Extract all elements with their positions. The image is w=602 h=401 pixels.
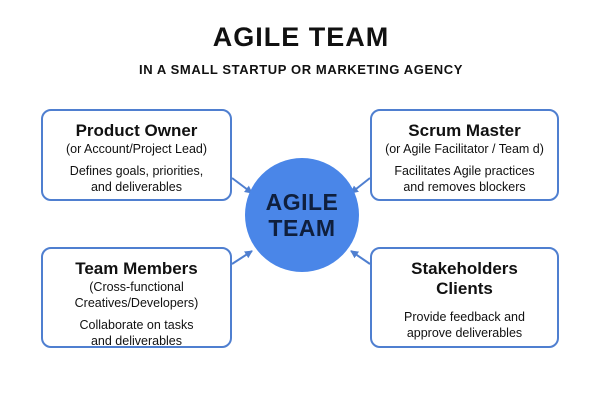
- diagram-title: AGILE TEAM: [212, 22, 390, 52]
- product-owner-desc-line2: and deliverables: [90, 180, 183, 194]
- team-members-title: Team Members: [75, 259, 198, 278]
- scrum-master-box: Scrum Master (or Agile Facilitator / Tea…: [370, 109, 559, 201]
- stakeholders-desc-line2: approve deliverables: [406, 326, 523, 340]
- scrum-master-desc-line2: and removes blockers: [403, 180, 526, 194]
- circle-label-line1: AGILE: [265, 189, 339, 215]
- team-members-desc: Collaborate on tasks and deliverables: [80, 317, 194, 349]
- agile-team-circle: AGILE TEAM: [245, 158, 359, 272]
- scrum-master-desc-line1: Facilitates Agile practices: [394, 164, 535, 178]
- product-owner-box: Product Owner (or Account/Project Lead) …: [41, 109, 232, 201]
- scrum-master-title: Scrum Master: [408, 121, 521, 140]
- stakeholders-title-line1: Stakeholders: [411, 259, 518, 278]
- product-owner-desc-line1: Defines goals, priorities,: [69, 164, 204, 178]
- stakeholders-box: Stakeholders Clients Provide feedback an…: [370, 247, 559, 348]
- arrow-stakeholders: [350, 250, 371, 265]
- stakeholders-desc-line1: Provide feedback and: [404, 310, 525, 324]
- team-members-desc-line1: Collaborate on tasks: [79, 318, 194, 332]
- stakeholders-title-line2: Clients: [436, 279, 493, 298]
- product-owner-title: Product Owner: [75, 121, 198, 140]
- scrum-master-desc: Facilitates Agile practices and removes …: [394, 163, 534, 195]
- product-owner-desc: Defines goals, priorities, and deliverab…: [70, 163, 203, 195]
- diagram-subtitle: IN A SMALL STARTUP OR MARKETING AGENCY: [139, 62, 463, 77]
- scrum-master-alt: (or Agile Facilitator / Team d): [385, 142, 544, 156]
- stakeholders-desc: Provide feedback and approve deliverable…: [404, 309, 525, 341]
- team-members-alt-line1: (Cross-functional: [89, 280, 184, 294]
- circle-label-line2: TEAM: [268, 215, 336, 241]
- team-members-alt-line2: Creatives/Developers): [74, 296, 199, 310]
- team-members-box: Team Members (Cross-functional Creatives…: [41, 247, 232, 348]
- arrow-team-members: [231, 250, 253, 265]
- team-members-desc-line2: and deliverables: [90, 334, 183, 348]
- product-owner-alt: (or Account/Project Lead): [65, 142, 208, 156]
